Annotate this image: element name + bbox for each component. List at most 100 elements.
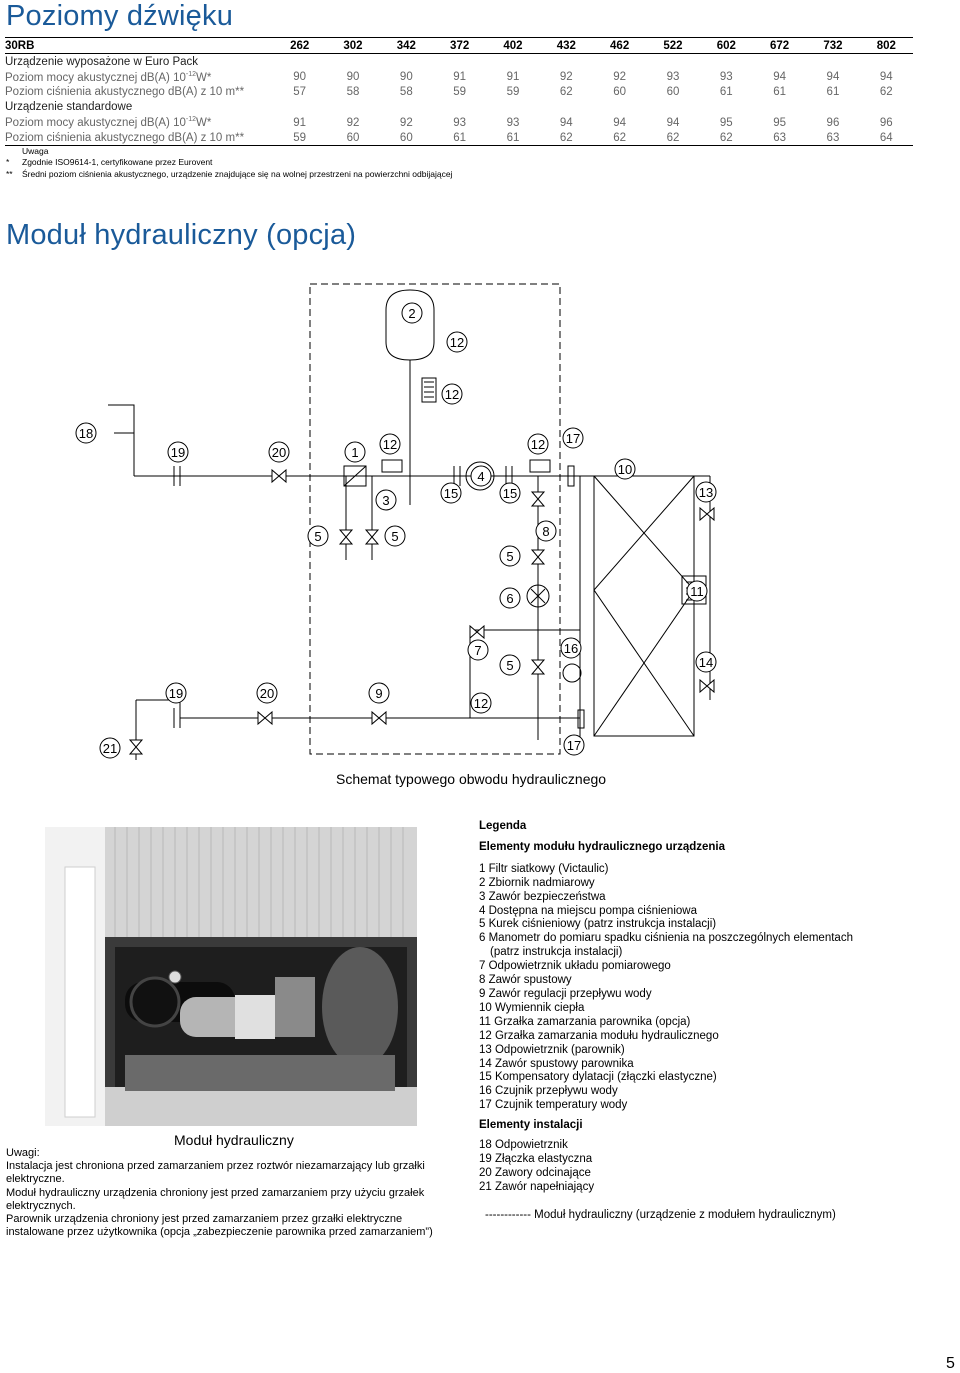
svg-text:6: 6 <box>506 591 513 606</box>
table-value: 62 <box>879 86 893 99</box>
table-row-label: Poziom mocy akustycznej dB(A) 10-12W* <box>5 115 273 130</box>
label-4: 4 <box>470 465 492 487</box>
table-value: 61 <box>773 86 787 99</box>
label-19b: 19 <box>165 682 187 704</box>
legend-title: Legenda <box>479 820 527 832</box>
table-value: 90 <box>399 70 413 83</box>
label-12c: 12 <box>379 433 401 455</box>
label-5b: 5 <box>384 525 406 547</box>
table-value: 60 <box>379 130 433 147</box>
table-value: 63 <box>752 130 807 147</box>
legend-module-item: 10 Wymiennik ciepła <box>479 1001 585 1014</box>
svg-text:8: 8 <box>542 524 549 539</box>
row-label-exponent: -12 <box>185 116 196 124</box>
table-value: 58 <box>399 86 413 99</box>
svg-text:5: 5 <box>506 658 513 673</box>
table-size-802: 802 <box>859 36 913 55</box>
legend-module-item: (patrz instrukcja instalacji) <box>490 946 623 959</box>
table-value: 94 <box>559 116 573 129</box>
table-value: 95 <box>719 116 733 129</box>
table-value: 92 <box>399 116 413 129</box>
table-row-label: Poziom ciśnienia akustycznego dB(A) z 10… <box>5 130 273 147</box>
remark-2: Moduł hydrauliczny urządzenia chroniony … <box>6 1186 425 1212</box>
note-mark-2: ** <box>6 169 13 179</box>
label-5d: 5 <box>499 654 521 676</box>
table-value: 60 <box>613 86 627 99</box>
legend-module-item: 5 Kurek ciśnieniowy (patrz instrukcja in… <box>479 918 717 931</box>
label-6: 6 <box>499 587 521 609</box>
svg-text:3: 3 <box>382 493 389 508</box>
legend-module-title: Elementy modułu hydraulicznego urządzeni… <box>479 840 726 853</box>
legend-module-item: 14 Zawór spustowy parownika <box>479 1057 634 1070</box>
legend-module-item: 7 Odpowietrznik układu pomiarowego <box>479 960 671 973</box>
svg-text:7: 7 <box>474 643 481 658</box>
diagram-caption: Schemat typowego obwodu hydraulicznego <box>336 771 607 787</box>
label-17a: 17 <box>562 427 584 449</box>
svg-text:12: 12 <box>450 335 464 350</box>
page-number: 5 <box>946 1355 955 1372</box>
svg-text:1: 1 <box>351 445 358 460</box>
table-value: 58 <box>346 86 360 99</box>
label-21: 21 <box>99 737 121 759</box>
legend-install-item: 19 Złączka elastyczna <box>479 1152 593 1165</box>
label-10: 10 <box>614 458 636 480</box>
label-7: 7 <box>467 639 489 661</box>
label-20a: 20 <box>268 441 290 463</box>
label-13: 13 <box>695 481 717 503</box>
svg-text:13: 13 <box>699 485 713 500</box>
table-row-label: Poziom ciśnienia akustycznego dB(A) z 10… <box>5 85 273 100</box>
legend-module-item: 11 Grzałka zamarzania parownika (opcja) <box>479 1015 691 1028</box>
row-label-text: Poziom mocy akustycznej dB(A) 10 <box>5 71 186 84</box>
legend-module-item: 13 Odpowietrznik (parownik) <box>479 1043 625 1056</box>
row-label-unit: W* <box>196 71 212 84</box>
table-value: 61 <box>432 130 487 147</box>
hydraulic-module-photo <box>45 827 417 1126</box>
legend-module-item: 3 Zawór bezpieczeństwa <box>479 890 606 903</box>
svg-text:15: 15 <box>503 486 517 501</box>
table-size-302: 302 <box>326 36 380 55</box>
svg-text:21: 21 <box>103 741 117 756</box>
label-19a: 19 <box>167 441 189 463</box>
label-15a: 15 <box>440 482 462 504</box>
row-label-text: Poziom ciśnienia akustycznego dB(A) z 10… <box>5 131 245 144</box>
table-row-label: Poziom mocy akustycznej dB(A) 10-12W* <box>5 69 273 84</box>
table-value: 94 <box>666 116 680 129</box>
table-data-row: Poziom ciśnienia akustycznego dB(A) z 10… <box>5 130 913 147</box>
table-value: 96 <box>826 116 840 129</box>
table-value: 94 <box>879 70 893 83</box>
table-value: 62 <box>699 130 753 147</box>
legend-module-item: 1 Filtr siatkowy (Victaulic) <box>479 862 609 875</box>
row-label-unit: W* <box>196 116 212 129</box>
table-model-label: 30RB <box>5 36 273 55</box>
row-label-text: Poziom mocy akustycznej dB(A) 10 <box>5 116 186 129</box>
section-title: Moduł hydrauliczny (opcja) <box>6 219 357 251</box>
svg-text:5: 5 <box>506 549 513 564</box>
label-16: 16 <box>560 637 582 659</box>
table-value: 64 <box>859 130 913 147</box>
svg-text:10: 10 <box>618 462 632 477</box>
svg-text:19: 19 <box>169 686 183 701</box>
svg-text:9: 9 <box>375 686 382 701</box>
table-value: 93 <box>666 70 680 83</box>
page-title: Poziomy dźwięku <box>6 0 234 32</box>
label-14: 14 <box>695 651 717 673</box>
table-value: 90 <box>293 70 307 83</box>
table-value: 62 <box>539 130 593 147</box>
legend-module-list: 1 Filtr siatkowy (Victaulic)2 Zbiornik n… <box>479 863 939 1113</box>
svg-text:19: 19 <box>171 445 185 460</box>
table-size-342: 342 <box>379 36 433 55</box>
table-group-name: Urządzenie standardowe <box>5 101 133 114</box>
table-group-row: Urządzenie standardowe <box>5 100 913 115</box>
svg-text:5: 5 <box>314 529 321 544</box>
table-value: 93 <box>719 70 733 83</box>
svg-text:20: 20 <box>272 445 286 460</box>
table-value: 62 <box>646 130 700 147</box>
label-5c: 5 <box>499 545 521 567</box>
table-value: 93 <box>506 116 520 129</box>
legend-module-item: 15 Kompensatory dylatacji (złączki elast… <box>479 1071 717 1084</box>
remark-1: Instalacja jest chroniona przed zamarzan… <box>6 1160 425 1186</box>
table-value: 95 <box>773 116 787 129</box>
table-value: 59 <box>506 86 520 99</box>
